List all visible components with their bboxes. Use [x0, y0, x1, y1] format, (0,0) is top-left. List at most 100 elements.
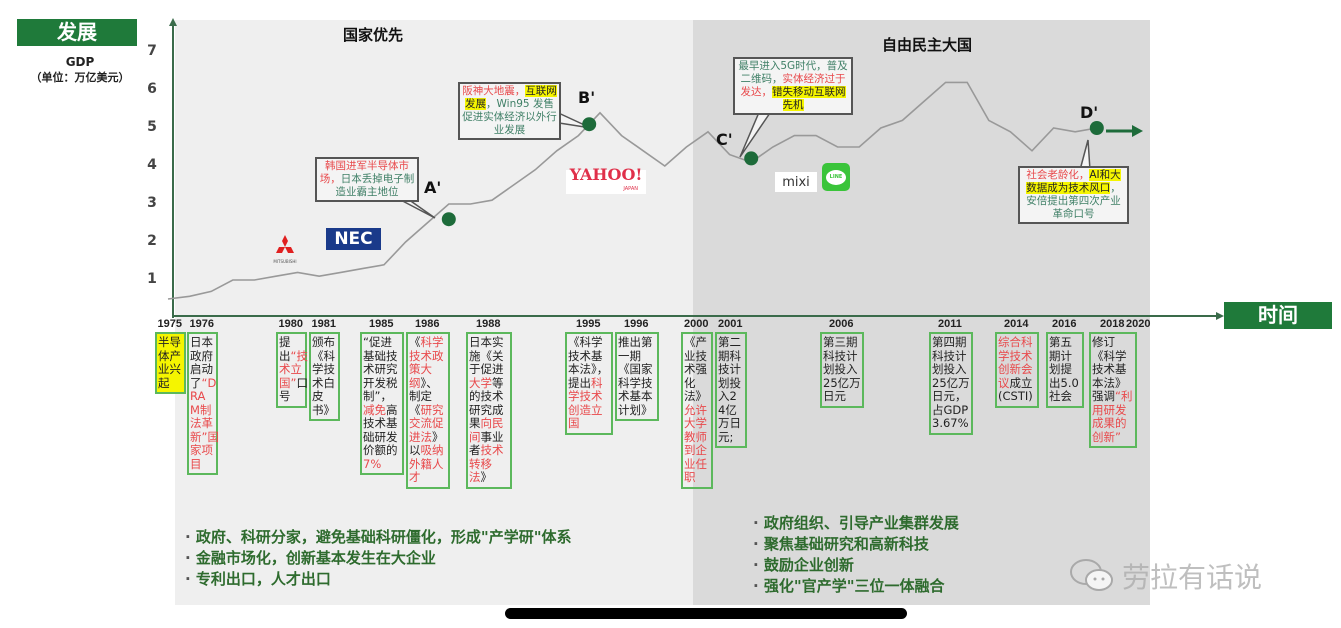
bullet-item: 鼓励企业创新 — [753, 555, 959, 576]
era-background-liberal-democracy — [693, 20, 1150, 605]
wechat-icon — [1070, 559, 1113, 591]
bullet-item: 金融市场化，创新基本发生在大企业 — [185, 548, 572, 569]
event-text: 综合科学技术创新会议 — [998, 335, 1033, 390]
event-text: 技术转移法 — [469, 443, 504, 484]
callout-pointer — [1079, 139, 1091, 171]
callout-text: 最早进入5G时代，普及二维码， — [738, 60, 848, 85]
bullet-item: 聚焦基础研究和高新科技 — [753, 534, 959, 555]
event-text: 吸纳外籍人才 — [409, 443, 444, 484]
y-axis-title: 发展 — [17, 19, 137, 46]
callout-pointer — [394, 196, 436, 219]
event-text: “促进基础技术研究开发税制”， — [363, 335, 398, 403]
event-text: 推出第一期《国家科学技术基本计划》 — [618, 335, 653, 417]
year-label: 1995 — [576, 318, 601, 330]
event-text: 允许大学教师到企业任职 — [684, 402, 707, 484]
callout-text: ，Win95 发售促进实体经济以外行业发展 — [462, 98, 557, 136]
watermark-text: 劳拉有话说 — [1122, 561, 1263, 594]
callout-text: 实体经济过于发达， — [740, 73, 846, 98]
callout-text: ，安倍提出第四次产业革命口号 — [1026, 182, 1121, 220]
year-label: 1980 — [278, 318, 303, 330]
y-tick-label: 5 — [147, 119, 157, 135]
year-label: 1981 — [311, 318, 336, 330]
timeline-event-1980: 提出“技术立国”口号 — [276, 332, 308, 408]
gdp-series-line — [167, 81, 1097, 300]
event-text: “技术立国” — [279, 348, 308, 390]
y-tick-label: 2 — [147, 233, 157, 249]
bullet-item: 强化"官产学"三位一体融合 — [753, 576, 959, 597]
event-text: 》 — [480, 470, 493, 484]
callout-d: 社会老龄化，AI和大数据成为技术风口，安倍提出第四次产业革命口号 — [1018, 166, 1129, 224]
line-wordmark: LINE — [826, 169, 846, 185]
home-indicator-bar[interactable] — [505, 608, 907, 619]
event-text: 第四期科技计划投入25亿万日元，占GDP3.67% — [932, 335, 970, 430]
bullet-item: 专利出口，人才出口 — [185, 569, 572, 590]
event-text: 日本实施《关于促进 — [469, 335, 504, 376]
year-label: 1975 — [157, 318, 182, 330]
event-text: “DRAM制法革新”国家项目 — [190, 375, 219, 471]
mitsubishi-logo: MITSUBISHI — [268, 232, 302, 266]
timeline-event-1995: 《科学技术基本法》，提出科学技术创造立国 — [565, 332, 613, 435]
event-text: 研究交流促进法 — [409, 402, 444, 444]
timeline-event-1996: 推出第一期《国家科学技术基本计划》 — [615, 332, 659, 421]
event-text: 高技术基础研发价额的 — [363, 402, 398, 457]
yahoo-japan-logo: YAHOO! JAPAN — [566, 167, 646, 194]
callout-a: 韩国进军半导体市场，日本丢掉电子制造业霸主地位 — [315, 157, 419, 202]
year-label: 1988 — [476, 318, 501, 330]
event-text: 科学技术创造立国 — [568, 375, 603, 430]
year-label: 2006 — [829, 318, 854, 330]
y-tick-label: 6 — [147, 81, 157, 97]
event-text: 成立(CSTI) — [998, 375, 1033, 403]
event-text: 》以 — [409, 429, 444, 457]
timeline-event-1976: 日本政府启动了“DRAM制法革新”国家项目 — [187, 332, 219, 475]
timeline-event-1975: 半导体产业兴起 — [155, 332, 186, 394]
timeline-event-2006: 第三期科技计划投入25亿万日元 — [820, 332, 864, 408]
key-point-marker — [582, 117, 597, 132]
year-label: 2000 — [684, 318, 709, 330]
line-logo: LINE — [822, 163, 850, 191]
mitsubishi-diamonds-icon — [276, 234, 294, 253]
event-text: 等的技术研究成果 — [469, 375, 504, 430]
callout-pointer — [739, 109, 773, 158]
event-text: 大学 — [469, 375, 492, 390]
x-axis-arrow-icon — [1216, 312, 1224, 320]
watermark: 劳拉有话说 — [1068, 556, 1262, 596]
point-label-b: B' — [578, 88, 596, 107]
event-text: 向民间 — [469, 416, 504, 444]
y-tick-label: 3 — [147, 195, 157, 211]
timeline-event-1985: “促进基础技术研究开发税制”，减免高技术基础研发价额的7% — [360, 332, 404, 475]
callout-text: 日本丢掉电子制造业霸主地位 — [335, 173, 415, 198]
bullets-right: 政府组织、引导产业集群发展 聚焦基础研究和高新科技 鼓励企业创新 强化"官产学"… — [753, 513, 959, 597]
callout-text: 错失移动互联网先机 — [772, 86, 846, 111]
event-text: 《产业技术强化法》 — [684, 335, 707, 403]
event-text: “利用研发成果的创新” — [1092, 389, 1133, 444]
event-text: 半导体产业兴起 — [158, 335, 181, 390]
mitsubishi-wordmark: MITSUBISHI — [273, 258, 297, 264]
event-text: 修订《科学技术基本法》强调 — [1092, 335, 1127, 403]
event-text: 科学技术政策大纲 — [409, 335, 444, 390]
key-point-marker — [1089, 121, 1104, 135]
event-text: 》、制定《 — [409, 375, 438, 417]
callout-b: 阪神大地震，互联网发展，Win95 发售促进实体经济以外行业发展 — [458, 82, 561, 140]
timeline-event-2014: 综合科学技术创新会议成立(CSTI) — [995, 332, 1039, 408]
event-text: 7% — [363, 456, 382, 471]
event-text: 口号 — [279, 375, 308, 403]
event-text: 减免 — [363, 402, 386, 417]
year-label: 2011 — [938, 318, 962, 330]
event-text: 日本政府启动了 — [190, 335, 213, 390]
timeline-event-2000: 《产业技术强化法》允许大学教师到企业任职 — [681, 332, 713, 489]
bullet-item: 政府组织、引导产业集群发展 — [753, 513, 959, 534]
yahoo-japan-sub: JAPAN — [623, 186, 638, 192]
era-background-national-priority — [175, 20, 693, 605]
timeline-event-2018: 修订《科学技术基本法》强调“利用研发成果的创新” — [1089, 332, 1137, 448]
y-tick-label: 1 — [147, 271, 157, 287]
timeline-event-1988: 日本实施《关于促进大学等的技术研究成果向民间事业者技术转移法》 — [466, 332, 512, 489]
event-text: 事业者 — [469, 429, 504, 457]
era-title-right: 自由民主大国 — [882, 36, 973, 54]
year-label: 2018 — [1100, 318, 1125, 330]
era-title-left: 国家优先 — [343, 26, 404, 44]
point-label-d: D' — [1080, 103, 1099, 122]
year-label: 1976 — [189, 318, 214, 330]
y-axis-arrow-icon — [169, 18, 177, 26]
key-point-marker — [744, 151, 759, 166]
